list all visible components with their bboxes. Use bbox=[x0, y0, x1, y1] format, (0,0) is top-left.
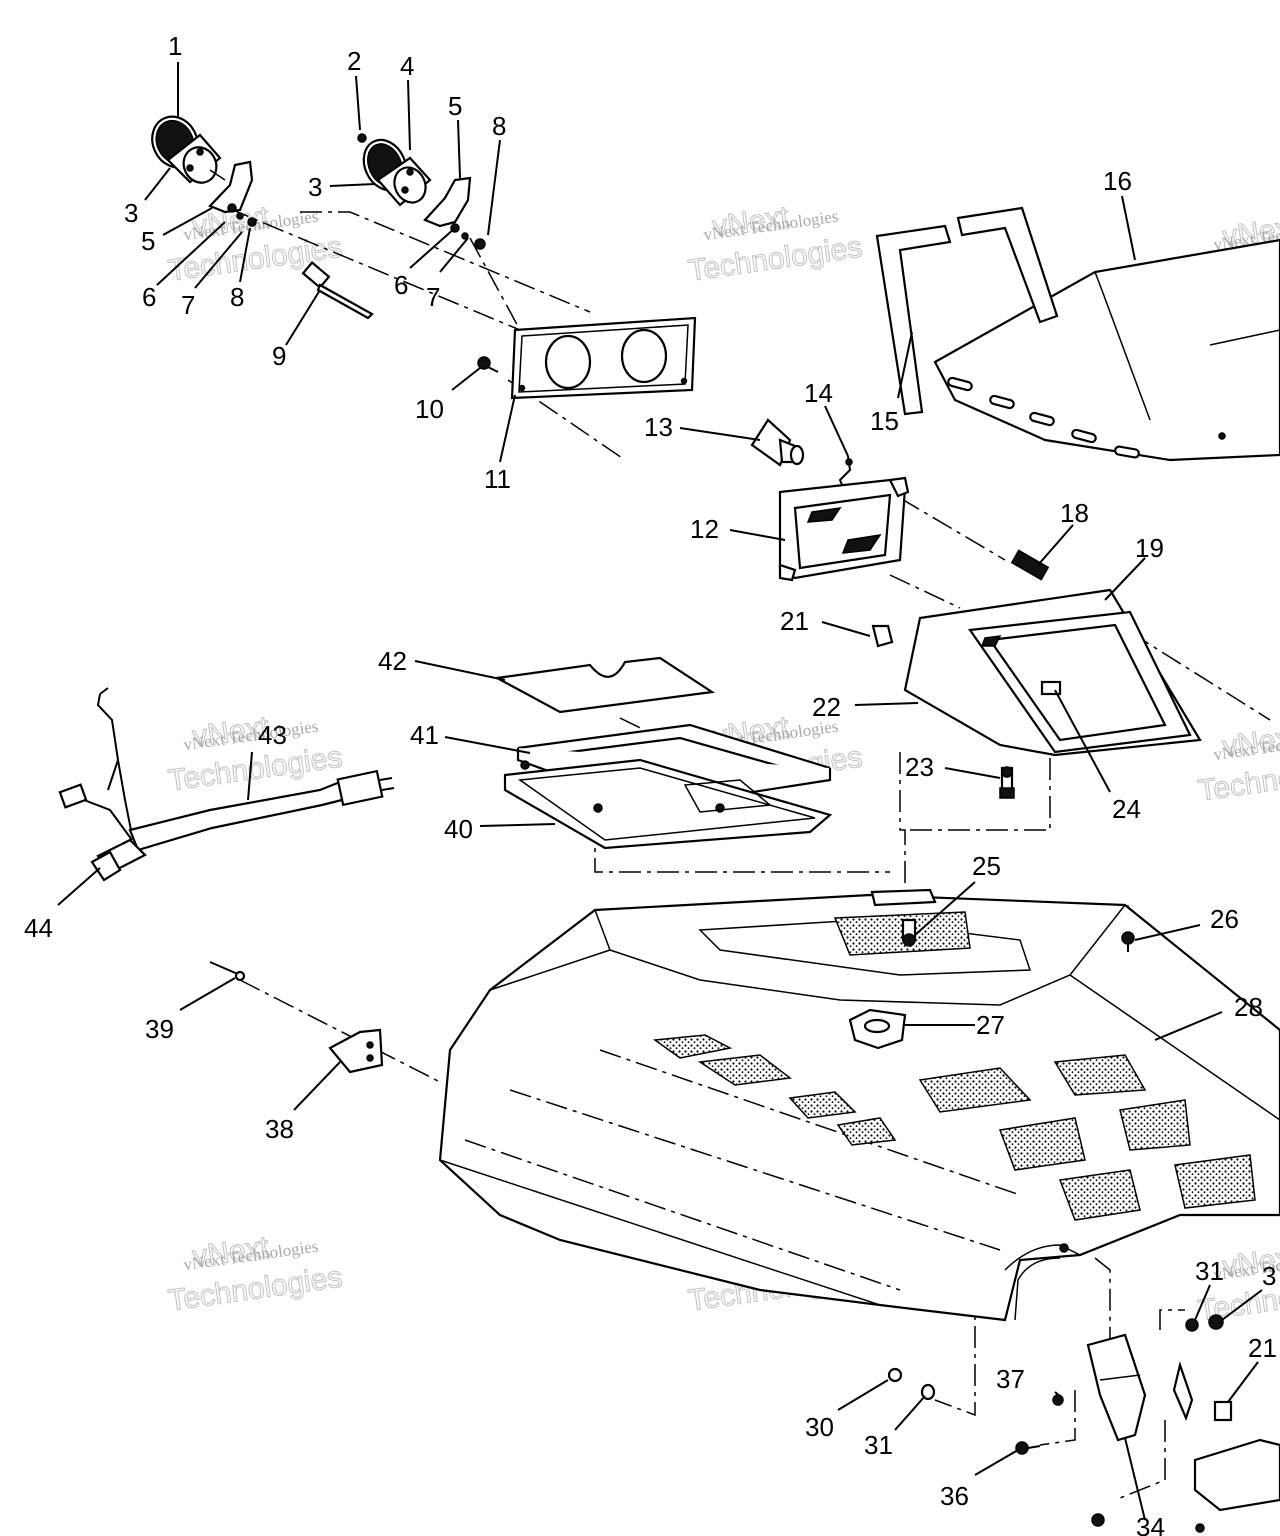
bracket-left bbox=[208, 160, 257, 227]
callout-40: 40 bbox=[444, 814, 473, 844]
callout-43: 43 bbox=[258, 720, 287, 750]
callout-6: 6 bbox=[142, 282, 156, 312]
screw-23 bbox=[999, 766, 1015, 799]
callout-22: 22 bbox=[812, 692, 841, 722]
bracket-34 bbox=[1086, 1333, 1147, 1442]
callouts: 1 2 3 3 4 5 5 6 6 7 7 8 8 9 10 11 12 13 … bbox=[24, 31, 1277, 1536]
screw-25 bbox=[901, 918, 917, 947]
callout-18: 18 bbox=[1060, 498, 1089, 528]
gauge-center bbox=[357, 133, 432, 207]
callout-3: 3 bbox=[124, 198, 138, 228]
hinge-38 bbox=[328, 1028, 384, 1074]
leader-lines bbox=[57, 62, 1263, 1521]
hood bbox=[438, 888, 1280, 1322]
callout-7: 7 bbox=[426, 282, 440, 312]
tray-40 bbox=[503, 758, 833, 850]
hardware-30-31 bbox=[887, 1314, 1224, 1401]
callout-38: 38 bbox=[265, 1114, 294, 1144]
callout-5: 5 bbox=[448, 91, 462, 121]
callout-21: 21 bbox=[1248, 1333, 1277, 1363]
callout-2: 2 bbox=[347, 46, 361, 76]
callout-26: 26 bbox=[1210, 904, 1239, 934]
callout-36: 36 bbox=[940, 1481, 969, 1511]
callout-4: 4 bbox=[400, 51, 414, 81]
callout-24: 24 bbox=[1112, 794, 1141, 824]
headlight-housing bbox=[778, 476, 910, 582]
callout-27: 27 bbox=[976, 1010, 1005, 1040]
callout-6: 6 bbox=[394, 270, 408, 300]
callout-11: 11 bbox=[484, 464, 511, 494]
latch-parts bbox=[1172, 1361, 1280, 1533]
callout-7: 7 bbox=[181, 290, 195, 320]
pin-39 bbox=[209, 961, 246, 982]
callout-5: 5 bbox=[141, 226, 155, 256]
callout-25: 25 bbox=[972, 851, 1001, 881]
callout-13: 13 bbox=[644, 412, 673, 442]
callout-8: 8 bbox=[492, 111, 506, 141]
callout-3: 3 bbox=[1262, 1261, 1276, 1291]
callout-44: 44 bbox=[24, 913, 53, 943]
callout-3: 3 bbox=[308, 172, 322, 202]
instrument-panel bbox=[510, 316, 697, 400]
bracket-center bbox=[423, 176, 486, 250]
gasket-42 bbox=[493, 656, 716, 714]
callout-9: 9 bbox=[272, 341, 286, 371]
callout-34: 34 bbox=[1136, 1512, 1165, 1536]
spring bbox=[1010, 549, 1050, 581]
screws-36-37 bbox=[1015, 1394, 1105, 1527]
sensor-probe bbox=[301, 261, 374, 320]
callout-15: 15 bbox=[870, 406, 899, 436]
callout-16: 16 bbox=[1103, 166, 1132, 196]
windshield-trim bbox=[875, 206, 1059, 416]
headlight-shroud bbox=[903, 588, 1202, 757]
callout-1: 1 bbox=[168, 31, 182, 61]
callout-23: 23 bbox=[905, 752, 934, 782]
screw-10 bbox=[477, 356, 499, 373]
callout-21: 21 bbox=[780, 606, 809, 636]
windshield bbox=[933, 238, 1280, 462]
wire-harness bbox=[58, 687, 395, 882]
callout-30: 30 bbox=[805, 1412, 834, 1442]
callout-39: 39 bbox=[145, 1014, 174, 1044]
callout-14: 14 bbox=[804, 378, 833, 408]
callout-37: 37 bbox=[996, 1364, 1025, 1394]
callout-19: 19 bbox=[1135, 533, 1164, 563]
screw-26 bbox=[1121, 931, 1135, 952]
callout-8: 8 bbox=[230, 282, 244, 312]
grommet-27 bbox=[848, 1008, 907, 1050]
callout-28: 28 bbox=[1234, 992, 1263, 1022]
callout-10: 10 bbox=[415, 394, 444, 424]
assembly-lines bbox=[227, 207, 1271, 1501]
callout-31: 31 bbox=[864, 1430, 893, 1460]
callout-42: 42 bbox=[378, 646, 407, 676]
headlight-bulb bbox=[750, 418, 805, 467]
clip-21 bbox=[871, 624, 894, 648]
callout-41: 41 bbox=[410, 720, 439, 750]
gauge-left bbox=[151, 115, 226, 184]
callout-12: 12 bbox=[690, 514, 719, 544]
callout-31: 31 bbox=[1195, 1256, 1224, 1286]
